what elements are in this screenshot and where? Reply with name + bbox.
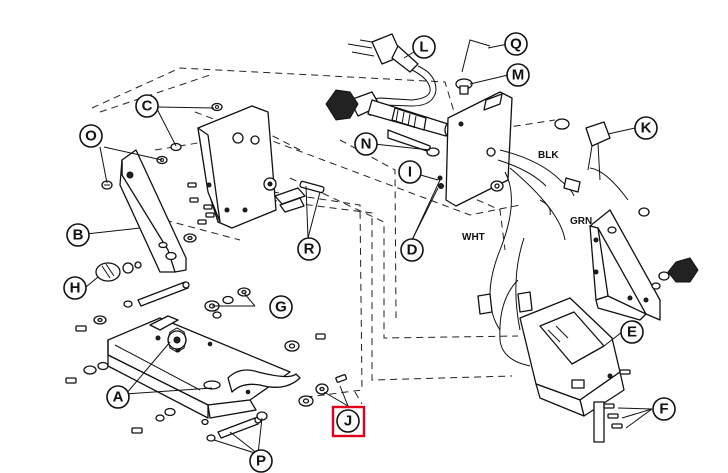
callout-b: B	[66, 223, 90, 247]
svg-text:N: N	[361, 136, 372, 153]
callout-o: O	[79, 124, 103, 148]
hex-key-q	[461, 39, 491, 73]
callout-e: E	[620, 320, 644, 344]
highlight-box-j	[331, 405, 366, 438]
svg-text:E: E	[627, 324, 637, 341]
svg-text:L: L	[419, 39, 428, 56]
callout-h: H	[63, 276, 87, 300]
gear-a	[167, 327, 187, 353]
plate-c	[197, 105, 306, 229]
washers-middle	[165, 233, 197, 261]
knob-m	[455, 78, 473, 95]
switch-k	[554, 118, 629, 201]
screws-middle	[187, 182, 215, 225]
callout-g: G	[269, 295, 293, 319]
svg-text:C: C	[142, 98, 153, 115]
callout-k: K	[634, 116, 658, 140]
callout-f: F	[652, 397, 676, 421]
motor-e	[519, 297, 625, 443]
wire-label-grn: GRN	[570, 216, 592, 227]
screw-c	[170, 102, 223, 152]
right-knob	[607, 207, 699, 290]
callout-c: C	[135, 94, 159, 118]
callout-r: R	[297, 237, 321, 261]
callout-a: A	[106, 385, 130, 409]
svg-text:A: A	[113, 389, 124, 406]
base-plate	[107, 315, 301, 419]
svg-text:Q: Q	[510, 36, 522, 53]
svg-text:F: F	[659, 401, 668, 418]
rod-middle	[123, 281, 190, 308]
svg-text:J: J	[344, 413, 352, 430]
assembly-guide-lines	[91, 67, 556, 405]
svg-text:K: K	[641, 120, 652, 137]
svg-text:O: O	[85, 128, 97, 145]
svg-text:P: P	[256, 453, 266, 470]
svg-text:H: H	[70, 280, 81, 297]
wire-label-wht: WHT	[462, 232, 485, 243]
svg-text:R: R	[304, 241, 315, 258]
callout-m: M	[506, 63, 530, 87]
screws-left	[65, 315, 326, 434]
svg-text:B: B	[73, 227, 84, 244]
right-bracket	[589, 209, 661, 321]
svg-text:D: D	[407, 242, 418, 259]
washers-g	[204, 287, 251, 319]
svg-text:I: I	[408, 164, 412, 181]
wires	[477, 149, 581, 367]
svg-text:G: G	[275, 299, 287, 316]
callout-q: Q	[504, 32, 528, 56]
callout-d: D	[400, 238, 424, 262]
callout-i: I	[398, 160, 422, 184]
callout-l: L	[412, 35, 436, 59]
wire-label-blk: BLK	[538, 150, 559, 161]
pin-r	[299, 180, 325, 194]
screws-f	[603, 369, 631, 429]
leader-lines	[85, 43, 653, 455]
knob-h	[95, 261, 142, 282]
bracket-b	[119, 149, 187, 273]
motor-mount-plate	[437, 91, 513, 207]
washers-j	[298, 374, 348, 407]
callout-n: N	[354, 132, 378, 156]
svg-text:M: M	[512, 67, 525, 84]
callout-j: J	[336, 409, 360, 433]
callout-p: P	[249, 449, 273, 473]
shaft-n	[325, 89, 456, 157]
